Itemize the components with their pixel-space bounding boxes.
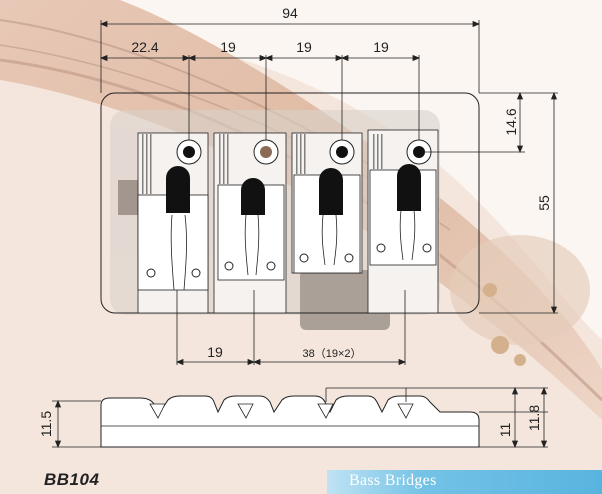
dim-string-spacing-2: 19	[296, 39, 312, 55]
plate-outline	[100, 92, 480, 314]
dim-mount-spacing-1: 19	[207, 344, 223, 360]
saddle-1	[137, 132, 209, 314]
side-profile-view	[52, 386, 548, 449]
dim-plate-depth: 55	[536, 195, 552, 211]
dim-profile-height-right-2: 11.8	[526, 405, 542, 431]
saddle-2	[213, 132, 287, 314]
dim-string-spacing-3: 19	[373, 39, 389, 55]
dim-first-saddle-offset: 22.4	[131, 39, 158, 55]
dim-overall-width: 94	[282, 5, 298, 21]
model-name: BB104	[44, 470, 100, 489]
dim-mount-spacing-2: 38（19×2）	[302, 347, 361, 360]
category-banner: Bass Bridges	[327, 470, 602, 494]
top-dimensions	[99, 20, 558, 366]
dim-profile-height-right-1: 11	[497, 423, 513, 438]
saddle-4	[367, 129, 439, 314]
saddle-3	[291, 132, 363, 274]
dim-screw-hole-offset: 14.6	[503, 108, 519, 135]
saddle-knurling	[142, 134, 383, 194]
dim-profile-height-left: 11.5	[38, 411, 54, 437]
dim-string-spacing-1: 19	[220, 39, 236, 55]
category-label: Bass Bridges	[349, 472, 437, 489]
